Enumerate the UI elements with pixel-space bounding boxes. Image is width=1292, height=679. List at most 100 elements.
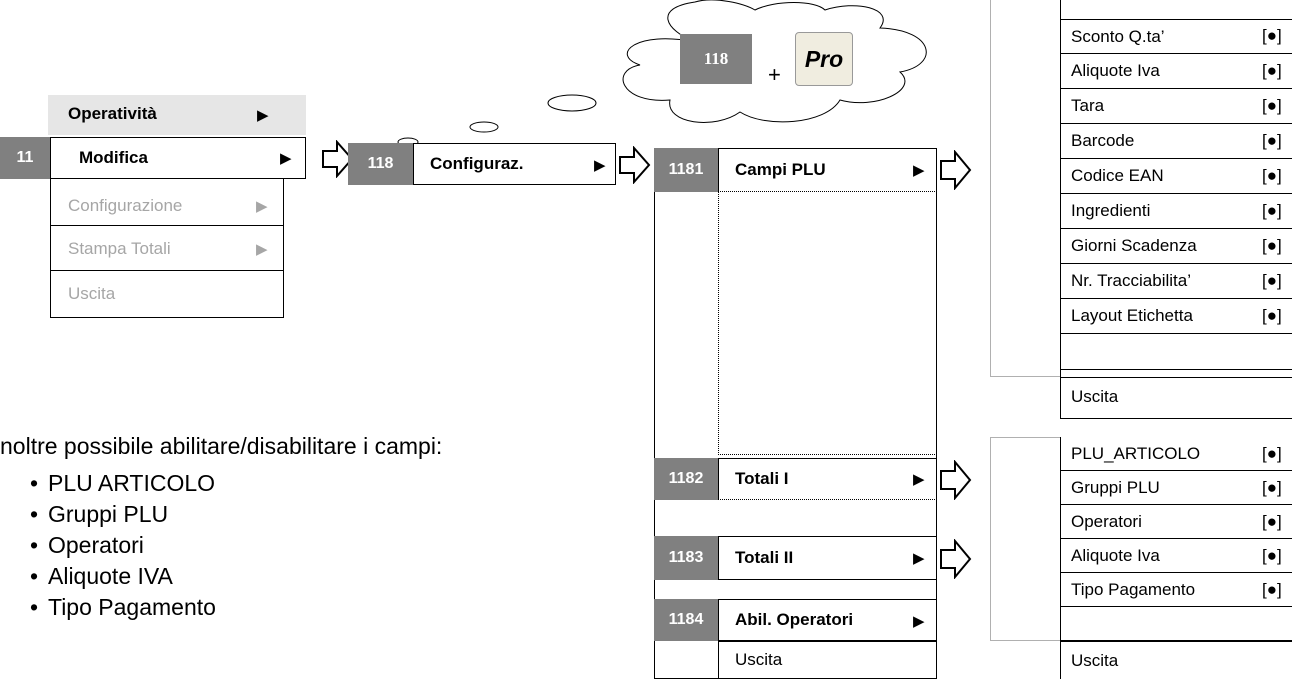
triangle-right-icon: ▶ [913, 162, 925, 179]
menu-number-1183: 1183 [654, 536, 718, 580]
triangle-right-icon: ▶ [256, 241, 268, 258]
field-row[interactable]: Barcode [1060, 124, 1292, 159]
triangle-right-icon: ▶ [913, 550, 925, 567]
field-row[interactable]: Operatori [1060, 505, 1292, 539]
field-label: Barcode [1071, 131, 1135, 150]
menu-item-abil-operatori[interactable]: Abil. Operatori [718, 599, 937, 641]
field-label: Gruppi PLU [1071, 477, 1160, 497]
menu-item-totali-ii[interactable]: Totali II [718, 536, 937, 580]
field-row[interactable]: Sconto Q.ta’ [1060, 19, 1292, 54]
field-row[interactable]: Aliquote Iva [1060, 539, 1292, 573]
checkbox-mark[interactable]: [●] [1262, 236, 1282, 255]
field-label: Aliquote Iva [1071, 61, 1160, 80]
menu-item-abil-operatori-label: Abil. Operatori [735, 610, 854, 629]
field-row-uscita[interactable] [1060, 334, 1292, 370]
menu-disabled-group [50, 179, 284, 318]
field-label: PLU_ARTICOLO [1071, 443, 1201, 463]
checkbox-mark[interactable]: [●] [1262, 580, 1282, 599]
cloud-plus: + [768, 62, 781, 87]
field-row[interactable]: Nr. Tracciabilita’ [1060, 264, 1292, 299]
list-item: •PLU ARTICOLO [30, 470, 216, 496]
field-row[interactable]: Giorni Scadenza [1060, 229, 1292, 264]
checkbox-mark[interactable]: [●] [1262, 512, 1282, 531]
fields-plu-bracket [990, 0, 1060, 377]
field-label: Tipo Pagamento [1071, 579, 1196, 599]
field-label: Codice EAN [1071, 166, 1164, 185]
checkbox-mark[interactable]: [●] [1262, 166, 1282, 185]
field-row[interactable]: PLU_ARTICOLO [1060, 437, 1292, 471]
note-intro: noltre possibile abilitare/disabilitare … [0, 433, 443, 459]
menu-number-1182: 1182 [654, 458, 718, 500]
field-row[interactable]: Tara [1060, 89, 1292, 124]
list-item: •Gruppi PLU [30, 501, 169, 527]
field-label: Sconto Q.ta’ [1071, 26, 1165, 46]
checkbox-mark[interactable]: [●] [1262, 478, 1282, 497]
submenu-inner-dotted [718, 192, 937, 455]
checkbox-mark[interactable]: [●] [1262, 444, 1282, 463]
list-item: •Tipo Pagamento [30, 594, 216, 620]
menu-item-operativita[interactable] [48, 95, 306, 135]
field-label: Giorni Scadenza [1071, 236, 1197, 255]
menu-item-uscita-level3[interactable]: Uscita [718, 641, 937, 679]
menu-item-uscita-label: Uscita [735, 650, 783, 669]
note-list: •PLU ARTICOLO •Gruppi PLU •Operatori •Al… [0, 468, 216, 623]
menu-item-uscita[interactable]: Uscita [68, 284, 116, 303]
triangle-right-icon: ▶ [594, 157, 606, 174]
triangle-right-icon: ▶ [256, 198, 268, 215]
arrow-right-icon [940, 460, 972, 500]
field-label: Ingredienti [1071, 201, 1151, 220]
menu-number-1181: 1181 [654, 148, 718, 192]
menu-item-configuraz[interactable]: Configuraz. [413, 143, 616, 185]
menu-item-totali-i[interactable]: Totali I [718, 458, 937, 500]
field-uscita-label[interactable]: Uscita [1071, 651, 1119, 670]
arrow-right-icon [322, 140, 354, 178]
menu-number-1184: 1184 [654, 599, 718, 641]
checkbox-mark[interactable]: [●] [1262, 201, 1282, 220]
menu-item-campi-plu-label: Campi PLU [735, 160, 826, 179]
checkbox-mark[interactable]: [●] [1262, 131, 1282, 150]
menu-item-modifica[interactable]: Modifica [50, 137, 306, 179]
menu-item-modifica-label: Modifica [79, 148, 148, 167]
menu-item-configuraz-label: Configuraz. [430, 154, 524, 173]
checkbox-mark[interactable]: [●] [1262, 26, 1282, 45]
field-row[interactable]: Layout Etichetta [1060, 299, 1292, 334]
checkbox-mark[interactable]: [●] [1262, 61, 1282, 80]
menu-number-11: 11 [0, 137, 50, 179]
menu-item-totali-i-label: Totali I [735, 469, 789, 488]
menu-item-stampa-totali[interactable]: Stampa Totali [68, 239, 171, 258]
menu-number-118: 118 [348, 143, 413, 185]
field-label: Layout Etichetta [1071, 306, 1193, 325]
triangle-right-icon: ▶ [913, 613, 925, 630]
field-label: Tara [1071, 96, 1105, 115]
cloud-number-box: 118 [680, 34, 752, 84]
arrow-right-icon [940, 150, 972, 190]
list-item: •Operatori [30, 532, 144, 558]
triangle-right-icon: ▶ [280, 150, 292, 167]
field-row[interactable]: Tipo Pagamento [1060, 573, 1292, 607]
field-label: Operatori [1071, 511, 1142, 531]
pro-key-icon: Pro [795, 32, 853, 86]
checkbox-mark[interactable]: [●] [1262, 546, 1282, 565]
fields-totali-bracket [990, 437, 1060, 641]
field-label: Nr. Tracciabilita’ [1071, 271, 1191, 290]
menu-item-configurazione[interactable]: Configurazione [68, 196, 183, 215]
field-row[interactable]: Ingredienti [1060, 194, 1292, 229]
arrow-right-icon [940, 539, 972, 579]
thought-cloud [397, 0, 927, 147]
field-uscita-label[interactable]: Uscita [1071, 387, 1119, 406]
checkbox-mark[interactable]: [●] [1262, 271, 1282, 290]
menu-item-operativita-label: Operatività [68, 104, 157, 123]
field-row-uscita[interactable] [1060, 607, 1292, 641]
field-row[interactable]: Gruppi PLU [1060, 471, 1292, 505]
triangle-right-icon: ▶ [913, 471, 925, 488]
checkbox-mark[interactable]: [●] [1262, 96, 1282, 115]
arrow-right-icon [619, 146, 651, 184]
menu-item-totali-ii-label: Totali II [735, 548, 794, 567]
field-label: Aliquote Iva [1071, 545, 1160, 565]
menu-item-campi-plu[interactable]: Campi PLU [718, 148, 937, 192]
field-row[interactable]: Aliquote Iva [1060, 54, 1292, 89]
list-item: •Aliquote IVA [30, 563, 173, 589]
field-row[interactable]: Codice EAN [1060, 159, 1292, 194]
triangle-right-icon: ▶ [257, 107, 269, 124]
checkbox-mark[interactable]: [●] [1262, 306, 1282, 325]
